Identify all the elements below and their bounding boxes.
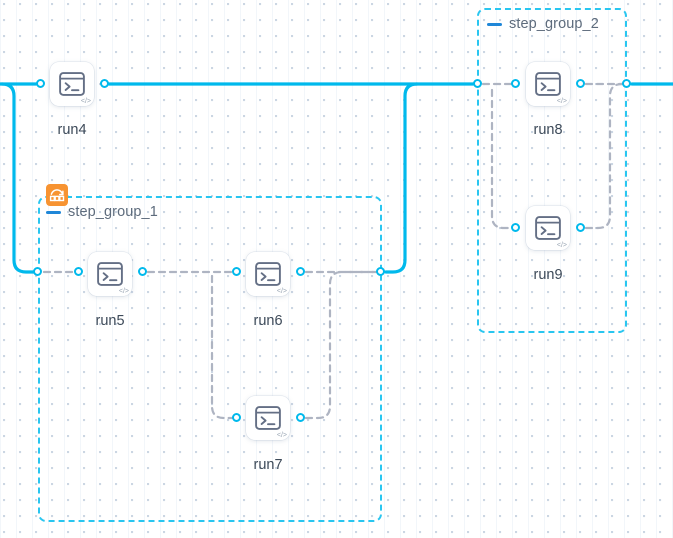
code-badge-icon: </> (118, 288, 129, 295)
group-header-step-group-1[interactable]: step_group_1 (46, 204, 158, 220)
edge-canvasleft-g1in (0, 82, 36, 274)
port-group1-in[interactable] (33, 267, 42, 276)
port-run4-in[interactable] (36, 79, 45, 88)
port-run9-out[interactable] (576, 223, 585, 232)
code-badge-icon: </> (276, 432, 287, 439)
node-run7[interactable]: </> (246, 396, 290, 440)
port-run6-out[interactable] (296, 267, 305, 276)
node-run9[interactable]: </> (526, 206, 570, 250)
port-group2-out[interactable] (622, 79, 631, 88)
port-run5-in[interactable] (74, 267, 83, 276)
port-run4-out[interactable] (100, 79, 109, 88)
node-run8[interactable]: </> (526, 62, 570, 106)
node-label-run9: run9 (533, 267, 563, 283)
node-label-run5: run5 (95, 313, 125, 329)
group-label-step-group-1: step_group_1 (68, 204, 158, 220)
node-run5[interactable]: </> (88, 252, 132, 296)
terminal-icon (255, 406, 281, 430)
node-run6[interactable]: </> (246, 252, 290, 296)
group-frame-step-group-2[interactable] (477, 8, 627, 333)
port-run9-in[interactable] (511, 223, 520, 232)
port-run6-in[interactable] (232, 267, 241, 276)
terminal-icon (59, 72, 85, 96)
loop-iteration-icon (46, 184, 68, 206)
edge-g1out-mainbus (384, 82, 419, 274)
port-run7-in[interactable] (232, 413, 241, 422)
code-badge-icon: </> (556, 242, 567, 249)
terminal-icon (255, 262, 281, 286)
group-frame-step-group-1[interactable] (38, 196, 382, 522)
node-label-run7: run7 (253, 457, 283, 473)
port-group2-in[interactable] (473, 79, 482, 88)
node-label-run4: run4 (57, 122, 87, 138)
code-badge-icon: </> (556, 98, 567, 105)
code-badge-icon: </> (80, 98, 91, 105)
node-run4[interactable]: </> (50, 62, 94, 106)
group-header-step-group-2[interactable]: step_group_2 (487, 16, 599, 32)
port-run7-out[interactable] (296, 413, 305, 422)
port-group1-out[interactable] (376, 267, 385, 276)
node-label-run6: run6 (253, 313, 283, 329)
minus-icon[interactable] (487, 22, 502, 26)
port-run8-out[interactable] (576, 79, 585, 88)
port-run5-out[interactable] (138, 267, 147, 276)
minus-icon[interactable] (46, 210, 61, 214)
node-label-run8: run8 (533, 122, 563, 138)
port-run8-in[interactable] (511, 79, 520, 88)
terminal-icon (535, 216, 561, 240)
group-label-step-group-2: step_group_2 (509, 16, 599, 32)
terminal-icon (535, 72, 561, 96)
code-badge-icon: </> (276, 288, 287, 295)
terminal-icon (97, 262, 123, 286)
